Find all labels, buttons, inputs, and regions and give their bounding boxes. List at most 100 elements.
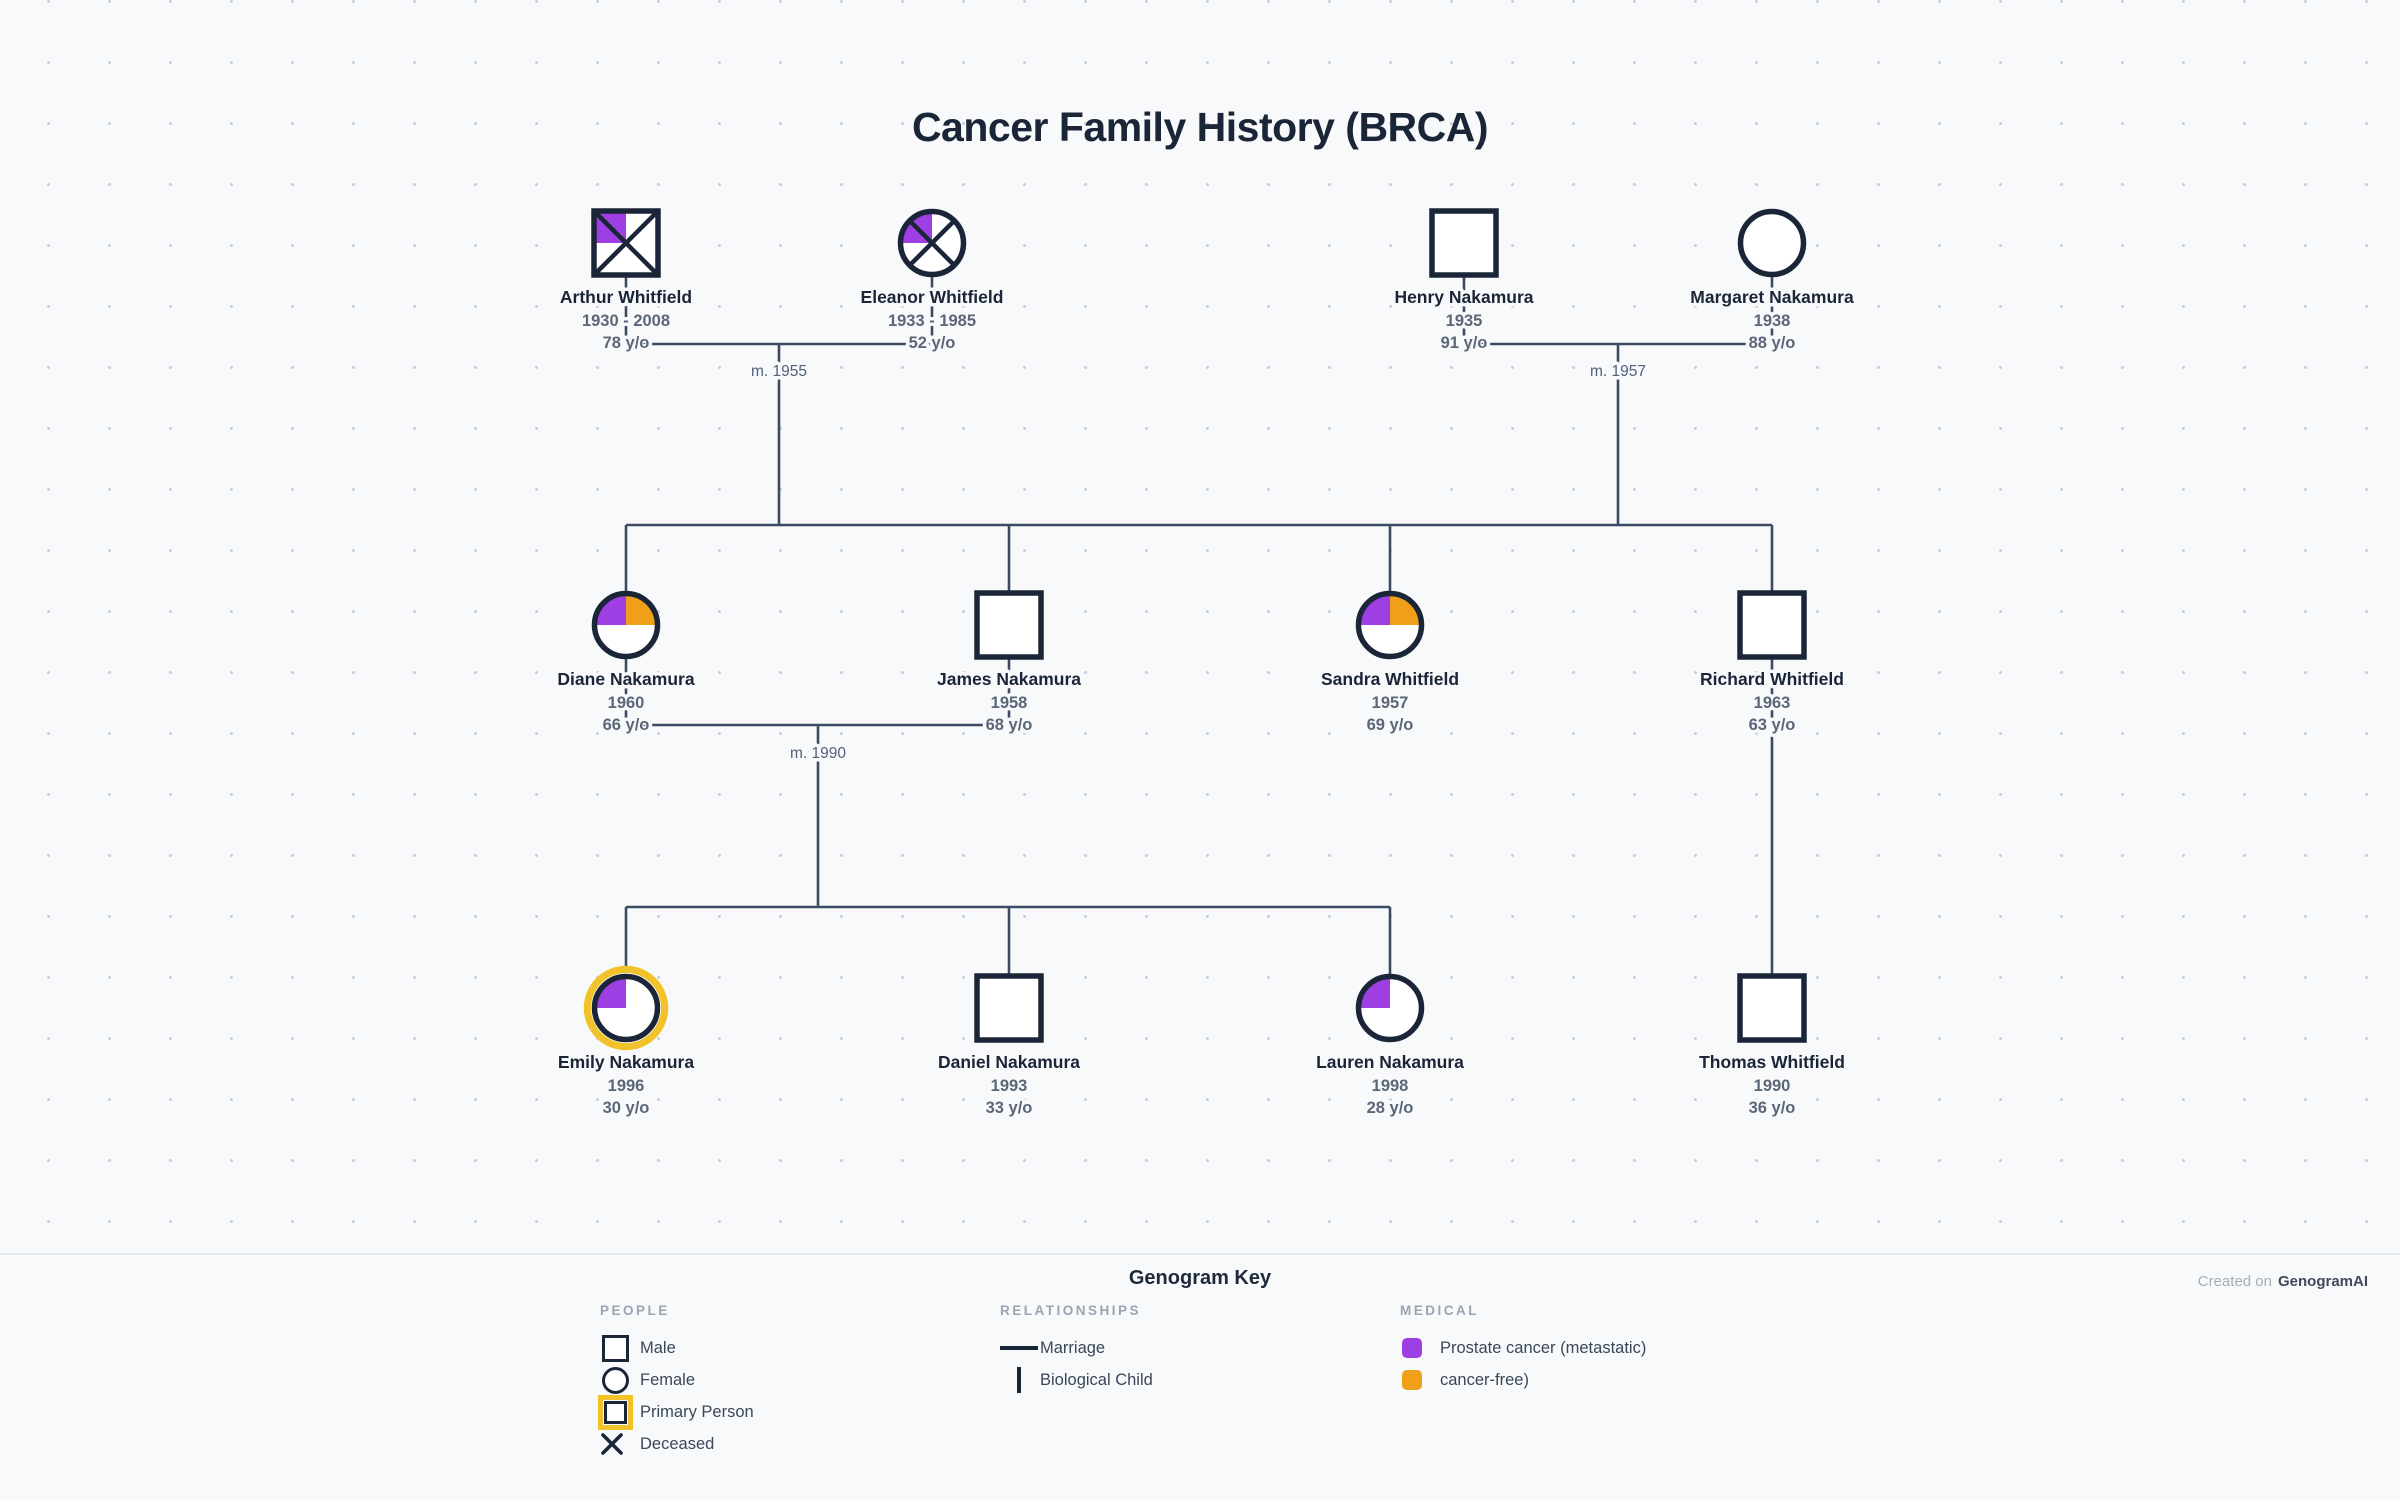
person-years: 1960 — [608, 694, 645, 712]
person-age: 66 y/o — [603, 716, 650, 734]
person-node-daniel[interactable]: Daniel Nakamura 1993 33 y/o — [934, 973, 1084, 1121]
person-name: Lauren Nakamura — [1316, 1052, 1464, 1072]
person-symbol-female — [1355, 973, 1425, 1043]
legend-header-people: PEOPLE — [600, 1303, 670, 1318]
person-name: Eleanor Whitfield — [861, 287, 1004, 307]
person-symbol-male — [974, 590, 1044, 660]
legend-item-prostate-cancer: Prostate cancer (metastatic) — [1400, 1332, 1646, 1364]
deceased-x-mark — [908, 219, 956, 267]
person-name: Thomas Whitfield — [1699, 1052, 1845, 1072]
condition-quadrant-top-right — [626, 593, 658, 625]
person-name: Emily Nakamura — [558, 1052, 694, 1072]
legend-header-relationships: RELATIONSHIPS — [1000, 1303, 1142, 1318]
person-years: 1993 — [991, 1077, 1028, 1095]
person-symbol-female — [1355, 590, 1425, 660]
person-years: 1938 — [1754, 312, 1791, 330]
legend-item-male: Male — [600, 1332, 754, 1364]
legend-header-medical: MEDICAL — [1400, 1303, 1479, 1318]
person-name: Sandra Whitfield — [1321, 669, 1459, 689]
person-node-henry[interactable]: Henry Nakamura 1935 91 y/o — [1391, 208, 1537, 356]
condition-quadrant-top-left — [1358, 976, 1390, 1008]
legend-label: Marriage — [1040, 1338, 1106, 1357]
male-symbol-icon — [600, 1334, 640, 1362]
person-years: 1998 — [1372, 1077, 1409, 1095]
legend-item-female: Female — [600, 1364, 754, 1396]
page-title: Cancer Family History (BRCA) — [911, 104, 1489, 150]
created-on-text: Created on — [2197, 1273, 2272, 1290]
person-years: 1933 - 1985 — [888, 312, 976, 330]
marriage-year-label: m. 1957 — [1590, 363, 1646, 380]
person-age: 30 y/o — [603, 1099, 650, 1117]
condition-quadrant-top-right — [1390, 593, 1422, 625]
marriage-year-label: m. 1955 — [751, 363, 807, 380]
person-symbol-female — [591, 590, 661, 660]
person-node-arthur[interactable]: Arthur Whitfield 1930 - 2008 78 y/o — [556, 208, 696, 356]
person-age: 28 y/o — [1367, 1099, 1414, 1117]
person-age: 91 y/o — [1441, 334, 1488, 352]
orange-condition-swatch — [1400, 1370, 1440, 1390]
person-age: 63 y/o — [1749, 716, 1796, 734]
deceased-x-icon — [600, 1432, 640, 1456]
female-symbol-icon — [600, 1366, 640, 1394]
person-age: 33 y/o — [986, 1099, 1033, 1117]
condition-quadrant-top-left — [1358, 593, 1390, 625]
legend-label: Prostate cancer (metastatic) — [1440, 1338, 1647, 1357]
purple-condition-swatch — [1400, 1338, 1440, 1358]
person-node-margaret[interactable]: Margaret Nakamura 1938 88 y/o — [1687, 208, 1857, 356]
person-years: 1957 — [1372, 694, 1409, 712]
legend-label: cancer-free) — [1440, 1370, 1529, 1389]
person-symbol-male — [591, 208, 661, 278]
person-age: 78 y/o — [603, 334, 650, 352]
genogram-key-panel: Genogram Key Created on GenogramAI PEOPLE… — [0, 1253, 2400, 1500]
person-symbol-male — [974, 973, 1044, 1043]
person-node-emily[interactable]: Emily Nakamura 1996 30 y/o — [554, 965, 698, 1121]
legend-item-primary-person: Primary Person — [598, 1394, 754, 1430]
genogram-svg: m. 1955 m. 1957 m. 1990 Arthur Whitfield 193… — [554, 208, 1857, 1121]
legend-section-medical: MEDICAL Prostate cancer (metastatic) can… — [1400, 1303, 1646, 1396]
condition-quadrant-top-left — [594, 976, 626, 1008]
person-age: 36 y/o — [1749, 1099, 1796, 1117]
person-symbol-male — [1737, 973, 1807, 1043]
condition-quadrant-top-left — [594, 593, 626, 625]
person-name: Arthur Whitfield — [560, 287, 692, 307]
person-node-sandra[interactable]: Sandra Whitfield 1957 69 y/o — [1317, 590, 1463, 738]
legend-item-deceased: Deceased — [600, 1428, 754, 1460]
person-name: Diane Nakamura — [557, 669, 694, 689]
person-age: 88 y/o — [1749, 334, 1796, 352]
legend-item-biological-child: Biological Child — [1000, 1364, 1153, 1396]
person-name: Margaret Nakamura — [1690, 287, 1854, 307]
legend-section-relationships: RELATIONSHIPS Marriage Biological Child — [1000, 1303, 1153, 1396]
person-years: 1958 — [991, 694, 1028, 712]
deceased-x-mark — [592, 209, 660, 277]
person-symbol-female — [1737, 208, 1807, 278]
person-years: 1935 — [1446, 312, 1483, 330]
legend-item-cancer-free: cancer-free) — [1400, 1364, 1646, 1396]
legend-label: Female — [640, 1370, 696, 1389]
primary-person-ring — [583, 965, 669, 1051]
person-name: James Nakamura — [937, 669, 1081, 689]
legend-label: Biological Child — [1040, 1370, 1153, 1389]
person-age: 69 y/o — [1367, 716, 1414, 734]
marriage-line-icon — [1000, 1346, 1040, 1350]
person-node-eleanor[interactable]: Eleanor Whitfield 1933 - 1985 52 y/o — [857, 208, 1007, 356]
legend-label: Deceased — [640, 1434, 715, 1453]
person-years: 1930 - 2008 — [582, 312, 670, 330]
key-heading: Genogram Key — [1128, 1267, 1272, 1289]
person-node-lauren[interactable]: Lauren Nakamura 1998 28 y/o — [1313, 973, 1468, 1121]
person-name: Richard Whitfield — [1700, 669, 1844, 689]
legend-item-marriage: Marriage — [1000, 1332, 1153, 1364]
created-on-credit: Created on GenogramAI — [2198, 1273, 2368, 1290]
legend-label: Male — [640, 1338, 676, 1357]
person-age: 52 y/o — [909, 334, 956, 352]
person-name: Daniel Nakamura — [938, 1052, 1080, 1072]
person-years: 1996 — [608, 1077, 645, 1095]
brand-name[interactable]: GenogramAI — [2277, 1273, 2368, 1290]
marriage-year-label: m. 1990 — [790, 745, 846, 762]
person-node-diane[interactable]: Diane Nakamura 1960 66 y/o — [554, 590, 698, 738]
person-name: Henry Nakamura — [1394, 287, 1533, 307]
